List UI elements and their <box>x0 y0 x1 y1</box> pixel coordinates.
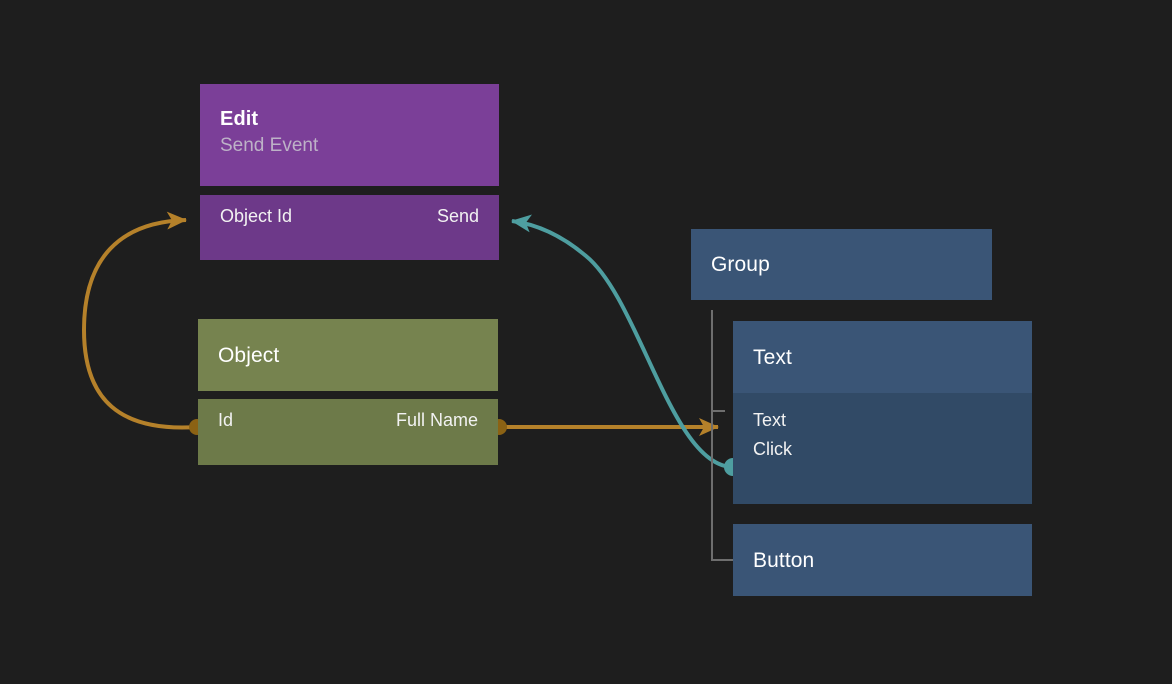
tree-connector-stub-button <box>711 559 733 561</box>
tree-connector-vertical <box>711 310 713 561</box>
node-text-port-row-click: Click <box>733 432 1032 466</box>
node-text-body: Text Click <box>733 393 1032 504</box>
node-group-title: Group <box>711 253 770 276</box>
node-edit-port-row: Object Id Send <box>200 195 499 236</box>
node-object-header[interactable]: Object <box>198 319 498 391</box>
node-object-body: Id Full Name <box>198 399 498 465</box>
node-edit-header[interactable]: Edit Send Event <box>200 84 499 186</box>
node-edit[interactable]: Edit Send Event Object Id Send <box>200 84 499 260</box>
port-label-id[interactable]: Id <box>218 409 234 430</box>
node-object-title: Object <box>218 343 280 367</box>
node-group-header[interactable]: Group <box>691 229 992 300</box>
node-text-title: Text <box>753 345 792 369</box>
node-text-port-row-text: Text <box>733 399 1032 440</box>
node-text-header[interactable]: Text <box>733 321 1032 393</box>
node-object-port-row: Id Full Name <box>198 399 498 440</box>
port-label-click[interactable]: Click <box>753 439 792 459</box>
node-edit-title: Edit <box>220 108 259 130</box>
node-edit-body: Object Id Send <box>200 195 499 260</box>
node-object[interactable]: Object Id Full Name <box>198 319 498 465</box>
node-button-header[interactable]: Button <box>733 524 1032 596</box>
node-button-title: Button <box>753 548 815 572</box>
port-label-send[interactable]: Send <box>436 205 479 226</box>
node-text[interactable]: Text Text Click <box>733 321 1032 504</box>
port-label-text[interactable]: Text <box>753 409 787 430</box>
node-group[interactable]: Group <box>691 229 992 300</box>
port-label-full-name[interactable]: Full Name <box>395 409 478 430</box>
wire-object-id-to-edit-object-id <box>81 211 198 430</box>
port-label-object-id[interactable]: Object Id <box>220 205 293 226</box>
node-button[interactable]: Button <box>733 524 1032 596</box>
tree-connector-stub-text <box>711 410 725 412</box>
node-edit-subtitle: Send Event <box>220 135 319 156</box>
